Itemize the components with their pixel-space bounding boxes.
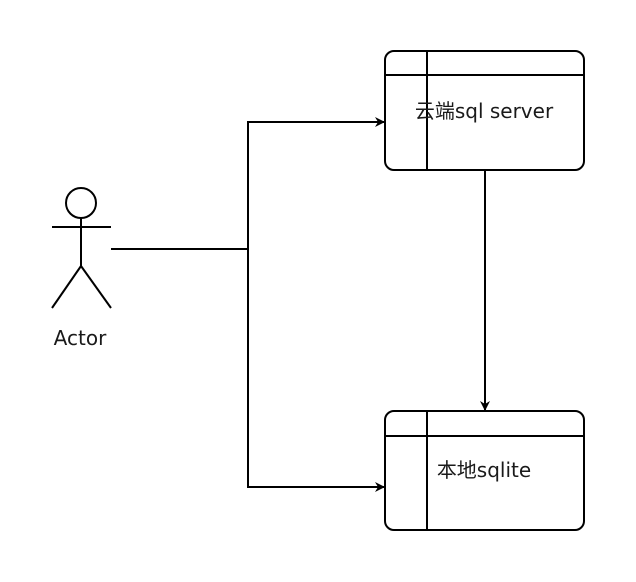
edge-actor-to-local[interactable] xyxy=(247,249,385,492)
node-cloud-sql-server[interactable]: 云端sql server xyxy=(384,50,585,171)
actor-figure-icon[interactable] xyxy=(51,187,112,309)
actor-label: Actor xyxy=(54,326,107,350)
node-local-label: 本地sqlite xyxy=(437,458,531,482)
node-cloud-label: 云端sql server xyxy=(415,99,554,123)
node-local-sqlite[interactable]: 本地sqlite xyxy=(384,410,585,531)
edge-actor-to-cloud[interactable] xyxy=(111,117,385,250)
